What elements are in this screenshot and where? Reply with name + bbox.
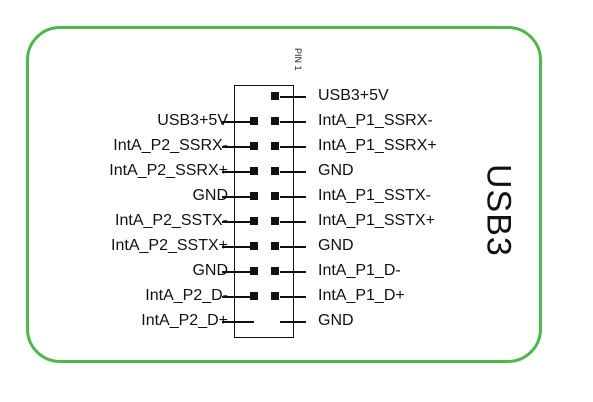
right-pin-label: IntA_P1_D- — [318, 262, 401, 279]
right-pin-wire — [280, 246, 306, 248]
left-pin-wire — [222, 221, 254, 223]
left-pin — [250, 242, 258, 250]
left-pin-label: IntA_P2_SSTX- — [115, 212, 228, 229]
right-pin-label: USB3+5V — [318, 87, 389, 104]
right-pin — [271, 192, 279, 200]
left-pin-wire — [222, 146, 254, 148]
left-pin-wire — [222, 321, 254, 323]
left-pin — [250, 117, 258, 125]
right-pin-label: IntA_P1_SSRX- — [318, 112, 433, 129]
left-pin — [250, 292, 258, 300]
left-pin-label: IntA_P2_SSRX- — [113, 137, 228, 154]
left-pin-label: GND — [192, 262, 228, 279]
connector-title: USB3 — [479, 163, 518, 257]
left-pin-wire — [222, 246, 254, 248]
left-pin-wire — [222, 171, 254, 173]
right-pin-wire — [280, 171, 306, 173]
right-pin-label: GND — [318, 237, 354, 254]
left-pin — [250, 217, 258, 225]
right-pin-label: GND — [318, 162, 354, 179]
right-pin-label: GND — [318, 312, 354, 329]
left-pin-wire — [222, 271, 254, 273]
right-pin-wire — [280, 121, 306, 123]
right-pin — [271, 92, 279, 100]
left-pin-wire — [222, 296, 254, 298]
left-pin-label: IntA_P2_D- — [145, 287, 228, 304]
left-pin-label: IntA_P2_SSTX+ — [111, 237, 228, 254]
left-pin — [250, 167, 258, 175]
left-pin — [250, 192, 258, 200]
right-pin — [271, 267, 279, 275]
left-pin-label: IntA_P2_D+ — [141, 312, 228, 329]
right-pin-wire — [280, 321, 306, 323]
right-pin-wire — [280, 221, 306, 223]
left-pin-label: GND — [192, 187, 228, 204]
right-pin — [271, 142, 279, 150]
left-pin — [250, 267, 258, 275]
right-pin-wire — [280, 146, 306, 148]
right-pin — [271, 217, 279, 225]
left-pin — [250, 142, 258, 150]
right-pin-label: IntA_P1_SSTX+ — [318, 212, 435, 229]
header-outline — [234, 85, 294, 338]
left-pin-label: IntA_P2_SSRX+ — [109, 162, 228, 179]
right-pin-wire — [280, 296, 306, 298]
right-pin-label: IntA_P1_D+ — [318, 287, 405, 304]
right-pin-wire — [280, 271, 306, 273]
right-pin-label: IntA_P1_SSTX- — [318, 187, 431, 204]
right-pin-wire — [280, 196, 306, 198]
right-pin — [271, 292, 279, 300]
left-pin-label: USB3+5V — [157, 112, 228, 129]
left-pin-wire — [222, 196, 254, 198]
right-pin — [271, 242, 279, 250]
right-pin-label: IntA_P1_SSRX+ — [318, 137, 437, 154]
right-pin — [271, 117, 279, 125]
left-pin-wire — [222, 121, 254, 123]
connector-panel — [26, 26, 542, 363]
right-pin — [271, 167, 279, 175]
right-pin-wire — [280, 96, 306, 98]
pin1-marker: PIN 1 — [293, 47, 303, 71]
